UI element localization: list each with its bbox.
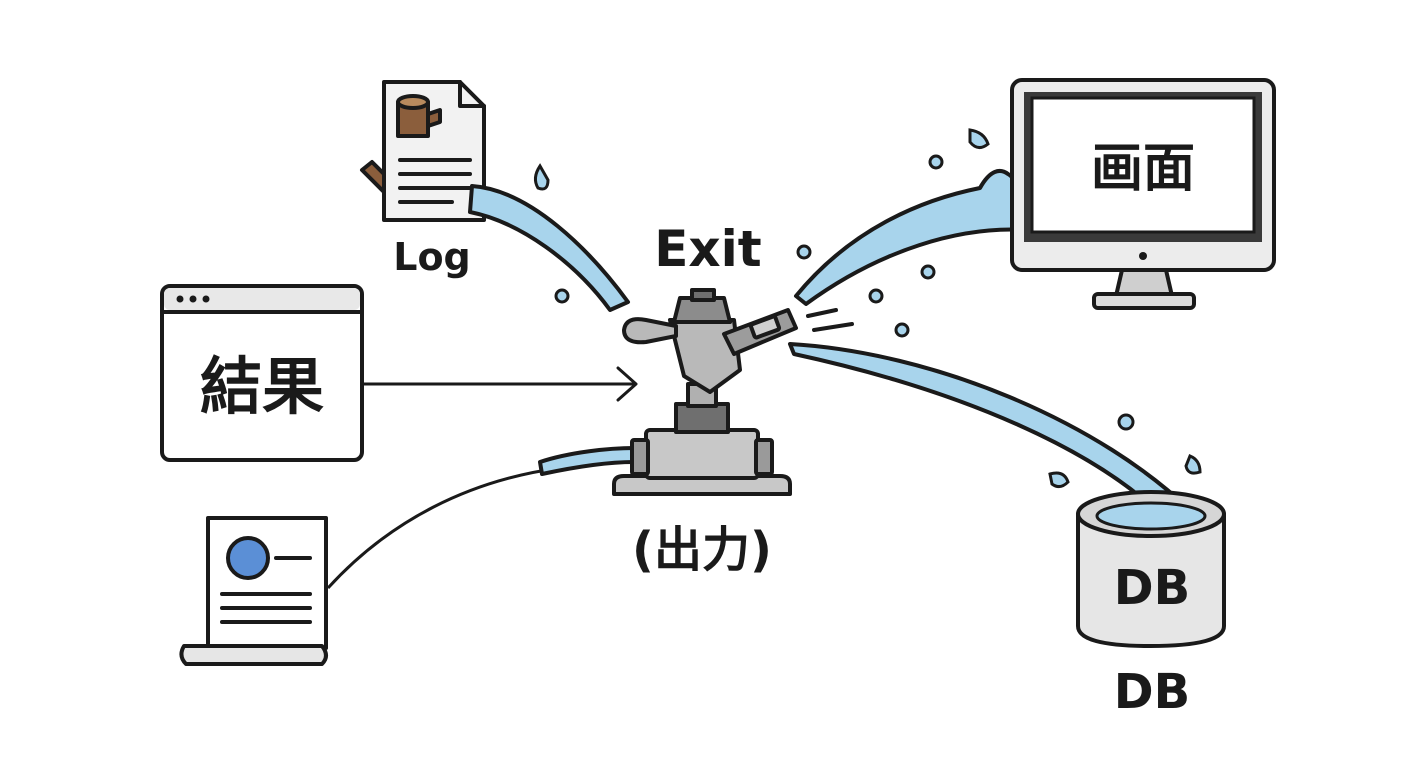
db-label: DB — [1114, 664, 1190, 720]
database-icon — [1076, 490, 1226, 648]
profile-document-icon — [179, 516, 328, 666]
result-window-icon — [160, 284, 364, 462]
result-label: 結果 — [200, 350, 324, 423]
water-drop — [533, 163, 550, 191]
wood-log-icon — [396, 94, 442, 138]
exit-label: Exit — [654, 220, 761, 278]
db-inner-label: DB — [1114, 560, 1190, 616]
water-drop — [1048, 471, 1070, 489]
water-drop — [554, 288, 570, 304]
spray-marks — [796, 154, 944, 338]
water-stream-log — [468, 184, 630, 312]
avatar-icon — [226, 536, 270, 580]
water-drop — [1117, 413, 1135, 431]
output-label: (出力) — [632, 522, 772, 578]
hose-water — [538, 446, 636, 476]
log-document-icon — [360, 80, 486, 222]
sprinkler-icon — [612, 288, 798, 496]
hose-line — [326, 466, 561, 590]
screen-label: 画面 — [1091, 139, 1195, 199]
log-label: Log — [393, 235, 471, 279]
water-drop — [968, 128, 990, 149]
water-drop — [1184, 454, 1202, 475]
monitor-icon — [1010, 78, 1276, 310]
arrow-result-to-exit — [364, 366, 638, 402]
